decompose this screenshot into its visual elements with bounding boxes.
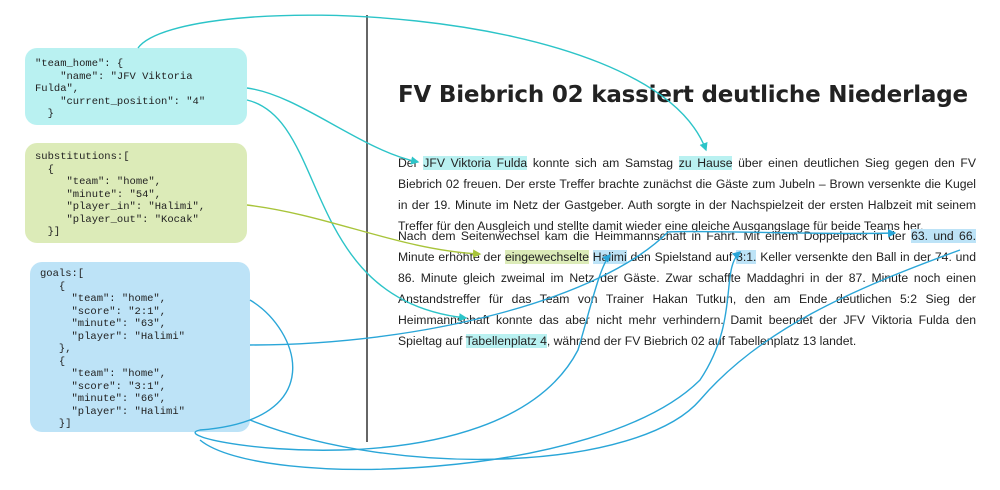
article-paragraph-2: Nach dem Seitenwechsel kam die Heimmanns…: [398, 226, 976, 352]
text: konnte sich am Samstag: [527, 156, 679, 170]
divider: [366, 15, 368, 442]
team-home-json-box: "team_home": { "name": "JFV Viktoria Ful…: [25, 48, 247, 125]
article-paragraph-1: Der JFV Viktoria Fulda konnte sich am Sa…: [398, 153, 976, 237]
text: Nach dem Seitenwechsel kam die Heimmanns…: [398, 229, 912, 243]
highlight-team-name: JFV Viktoria Fulda: [423, 156, 528, 170]
text: den Spielstand auf: [626, 250, 737, 264]
highlight-score: 3:1.: [736, 250, 757, 264]
text: , während der FV Biebrich 02 auf Tabelle…: [546, 334, 857, 348]
article-title: FV Biebrich 02 kassiert deutliche Nieder…: [398, 82, 968, 108]
substitutions-json-box: substitutions:[ { "team": "home", "minut…: [25, 143, 247, 243]
highlight-position: Tabellenplatz 4: [465, 334, 547, 348]
highlight-player: Halimi: [592, 250, 627, 264]
text: Minute erhöhte der: [398, 250, 505, 264]
highlight-home: zu Hause: [678, 156, 733, 170]
highlight-minutes: 63. und 66.: [911, 229, 976, 243]
text: Der: [398, 156, 424, 170]
arrow-team-name: [246, 87, 420, 165]
goals-json-box: goals:[ { "team": "home", "score": "2:1"…: [30, 262, 250, 432]
highlight-substituted: eingewechselte: [504, 250, 589, 264]
text: über einen deutlichen Sieg gegen den FV …: [398, 156, 976, 233]
